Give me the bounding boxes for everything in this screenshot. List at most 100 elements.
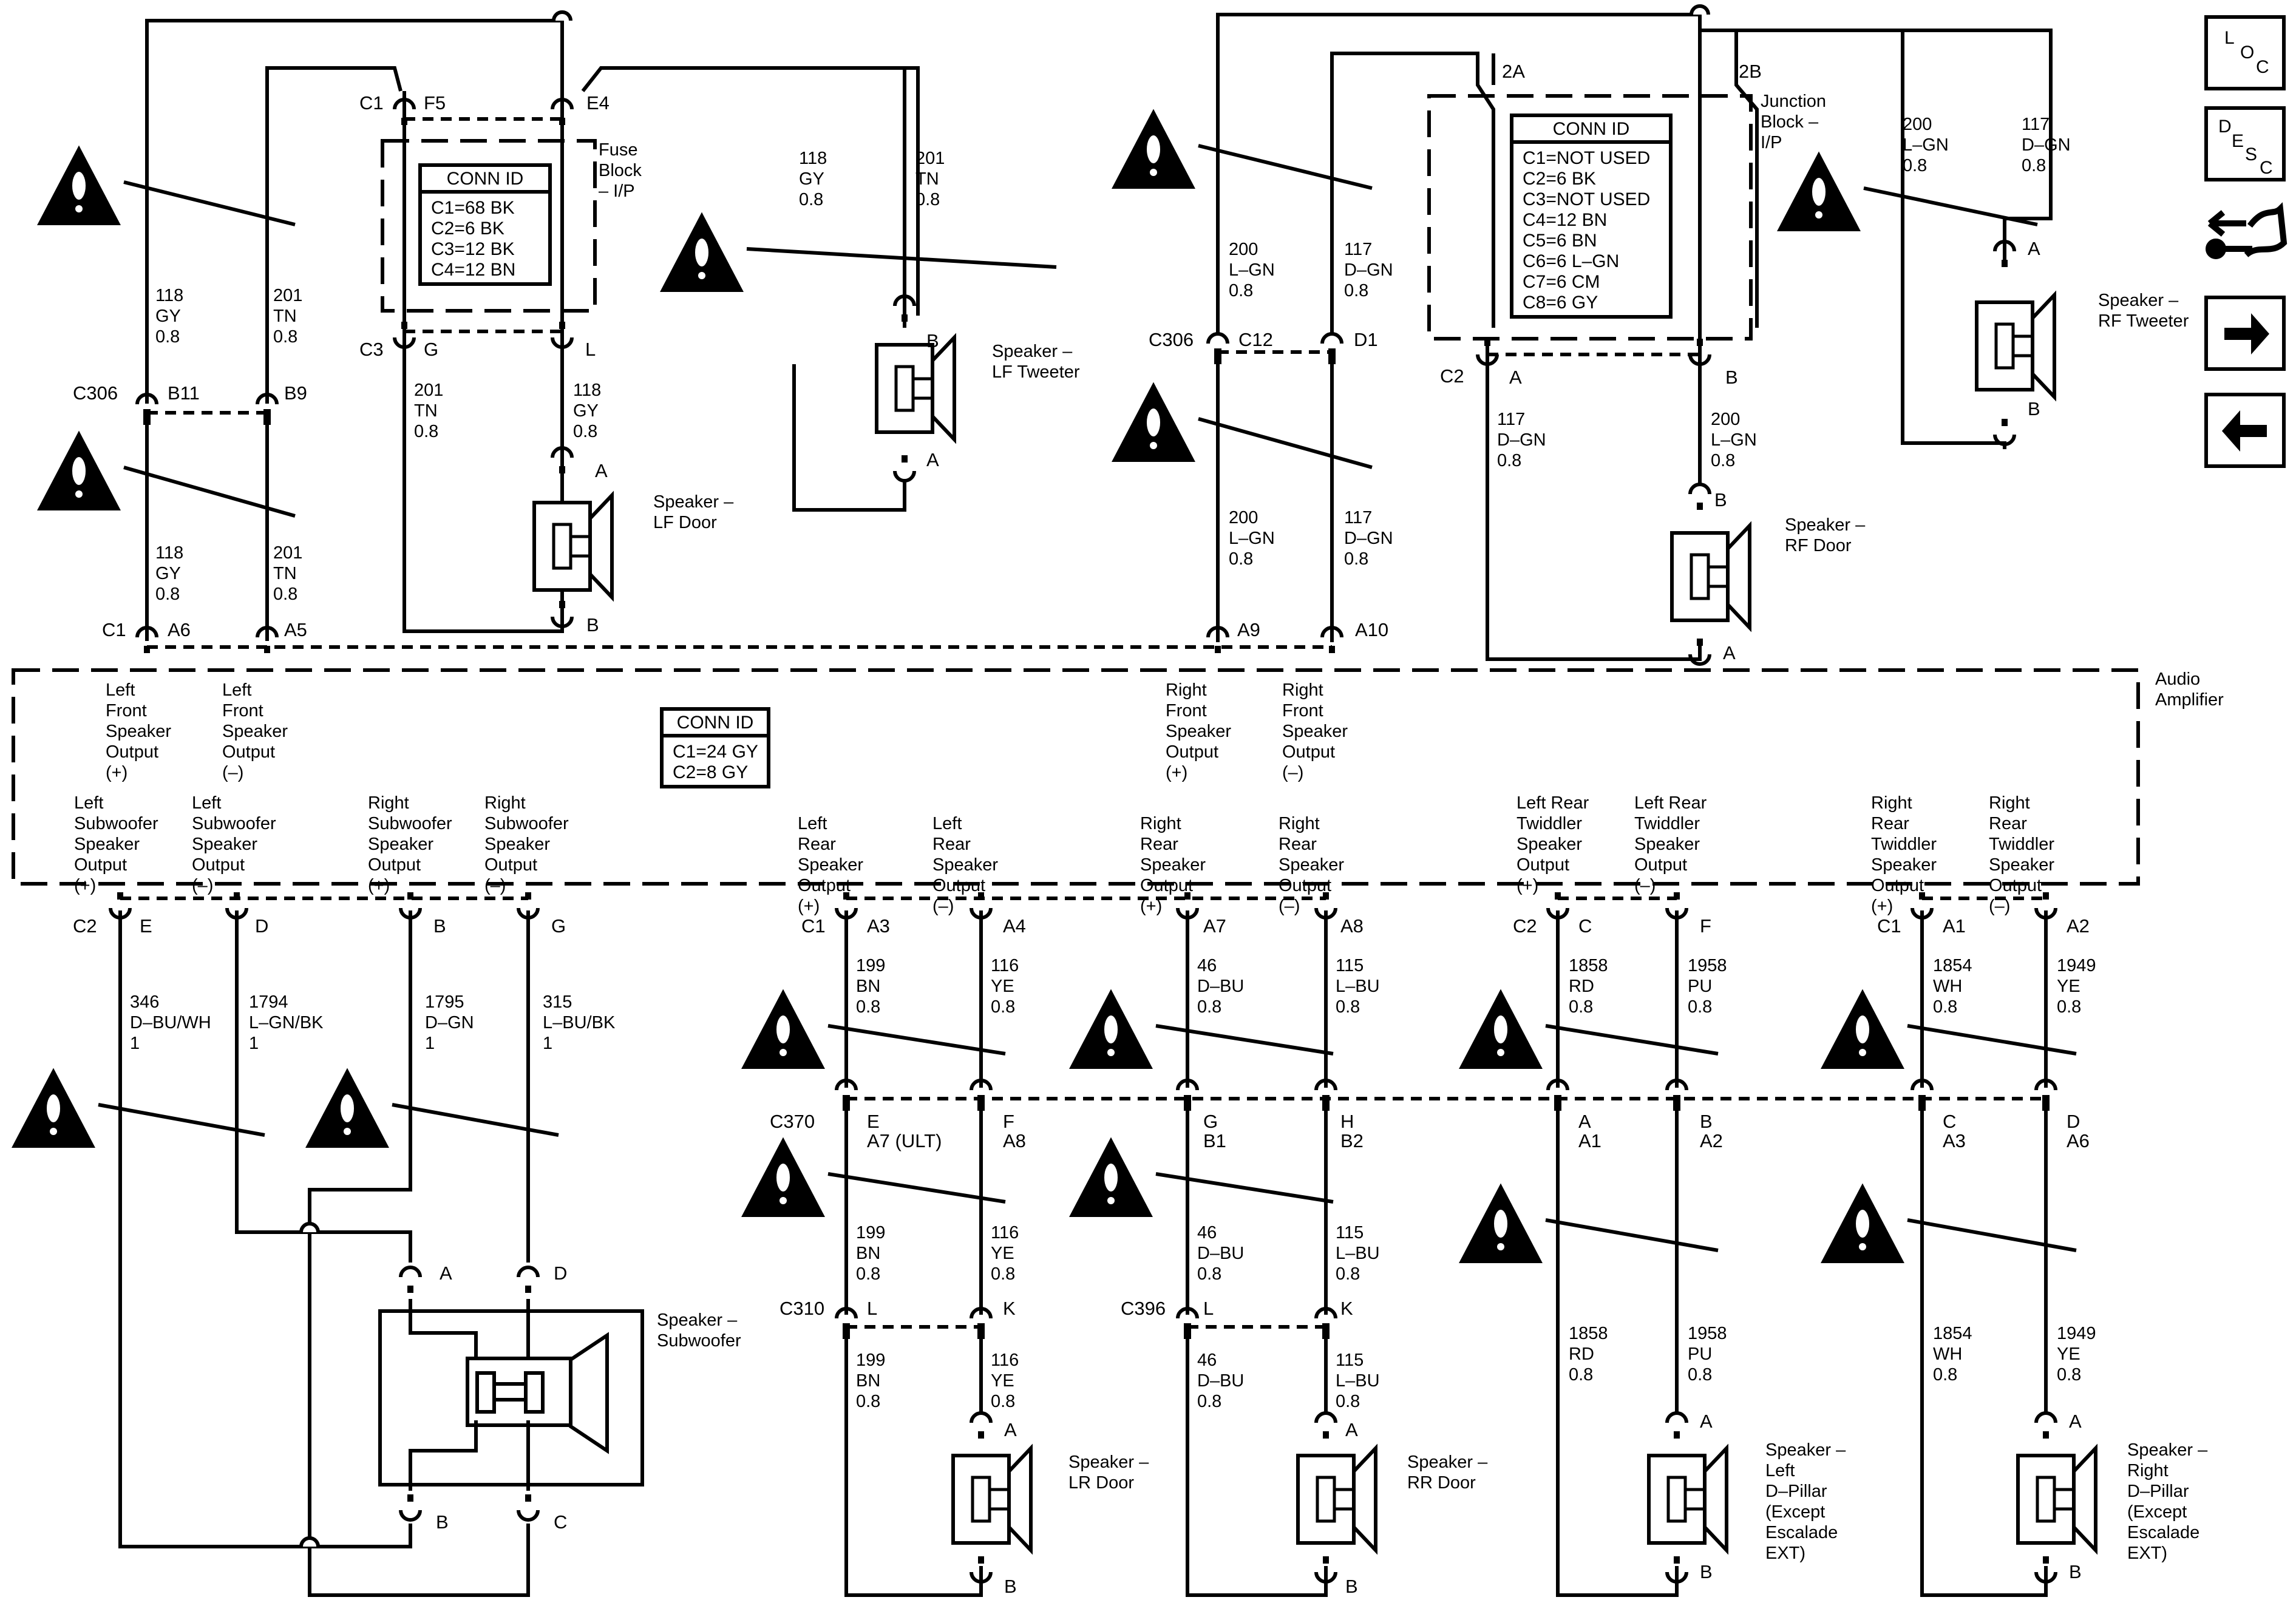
label-line: 118 [799, 149, 827, 168]
terminal-pin [843, 892, 849, 900]
label-line: Rear [798, 835, 836, 854]
label-line: TN [915, 169, 939, 189]
label-line: 201 [915, 149, 945, 168]
label-line: Right [1989, 793, 2030, 813]
caution-triangle-icon [15, 1072, 92, 1146]
caution-triangle-icon [1462, 993, 1540, 1067]
label-line: 0.8 [414, 422, 438, 441]
conn-table-row: C6=6 L–GN [1523, 251, 1619, 271]
terminal-cup [1314, 1307, 1337, 1319]
connector-c3-fuse: C3 [359, 339, 384, 360]
caution-triangle-icon [1072, 993, 1150, 1067]
conn-table-row: C4=12 BN [1523, 210, 1607, 230]
terminal-cup [551, 446, 574, 458]
label-line: 0.8 [1933, 997, 1957, 1017]
desc-letter-d: D [2218, 117, 2232, 137]
terminal-cup [1314, 1571, 1337, 1584]
terminal-pin [1329, 646, 1335, 653]
conn-table-row: C3=12 BK [431, 239, 515, 259]
terminal-pin [1328, 348, 1336, 364]
label-line: Speaker [1282, 722, 1348, 741]
label-line: 116 [991, 1351, 1019, 1370]
speaker-label-subwoofer: Speaker –Subwoofer [657, 1310, 741, 1351]
label-line: 117 [1344, 240, 1372, 259]
conn-table-row: C7=6 CM [1523, 272, 1600, 292]
next-page-button[interactable] [2204, 296, 2286, 371]
wire-crossover [299, 1222, 320, 1233]
label-line: Block [599, 161, 642, 180]
label-line: L–GN [1903, 135, 1949, 155]
terminal-pin [1484, 339, 1490, 346]
label-line: 0.8 [991, 1392, 1015, 1411]
label-line: (Except [2127, 1502, 2187, 1522]
label-line: 1 [425, 1034, 435, 1053]
label-line: Output [484, 855, 537, 875]
description-button[interactable]: D E S C [2204, 106, 2286, 181]
label-line: L–GN [1229, 529, 1275, 548]
label-line: 0.8 [915, 190, 940, 209]
label-line: L–BU [1336, 1371, 1380, 1391]
left-arrow-icon [2222, 410, 2267, 452]
prev-page-button[interactable] [2204, 393, 2286, 468]
connector-tool-button[interactable] [2206, 202, 2288, 259]
wire-117-dgn-rftweeter [1757, 29, 2053, 261]
label-line: Right [368, 793, 409, 813]
label-line: Output [1871, 876, 1924, 895]
terminal-cup [893, 470, 916, 483]
label-line: Output [1634, 855, 1687, 875]
label-line: Output [222, 742, 275, 762]
label-line: Right [1166, 680, 1207, 700]
label-line: Speaker – [1785, 515, 1866, 535]
terminal-pin [407, 1286, 413, 1293]
label-line: Output [74, 855, 127, 875]
label-line: Rear [1279, 835, 1317, 854]
conn-table-row: C1=24 GY [673, 742, 758, 762]
label-line: Speaker – [992, 342, 1073, 361]
junction-block-conn-id [1510, 114, 1673, 319]
label-line: Output [1989, 876, 2042, 895]
terminal-cup [1320, 626, 1343, 638]
label-line: BN [856, 1244, 880, 1263]
label-line: 0.8 [155, 327, 180, 347]
label-line: 0.8 [1336, 1264, 1360, 1284]
location-button[interactable]: L O C [2204, 15, 2286, 90]
pin-d1: D1 [1354, 329, 1378, 350]
label-line: (+) [1871, 897, 1893, 916]
wire-1794 [235, 910, 412, 1263]
label-line: Left [192, 793, 221, 813]
label-line: 0.8 [273, 327, 297, 347]
label-line: 315 [543, 992, 572, 1012]
label-line: Left [106, 680, 135, 700]
label-line: 118 [573, 381, 601, 400]
caution-triangle-icon [1072, 1141, 1150, 1215]
label-line: Audio [2155, 670, 2200, 689]
pin-a3-c370: A3 [1943, 1130, 1966, 1151]
label-line: D–Pillar [1765, 1482, 1827, 1501]
pin-b-lrdoor: B [1004, 1576, 1017, 1597]
right-arrow-icon [2224, 313, 2269, 354]
label-line: Output [1279, 876, 1331, 895]
label-line: 0.8 [155, 585, 180, 604]
terminal-pin [1697, 339, 1703, 346]
connector-c2-amp-sub: C2 [73, 915, 97, 937]
label-line: BN [856, 977, 880, 996]
terminal-pin [977, 1323, 985, 1339]
pin-f-amp: F [1700, 915, 1711, 937]
label-line: Right [484, 793, 526, 813]
conn-table-title: CONN ID [447, 169, 524, 189]
pin-a-lfdoor: A [595, 460, 608, 481]
terminal-pin [1674, 1556, 1680, 1564]
terminal-cup [1320, 332, 1343, 344]
conn-table-row: C4=12 BN [431, 260, 515, 280]
label-line: (+) [1166, 763, 1187, 782]
